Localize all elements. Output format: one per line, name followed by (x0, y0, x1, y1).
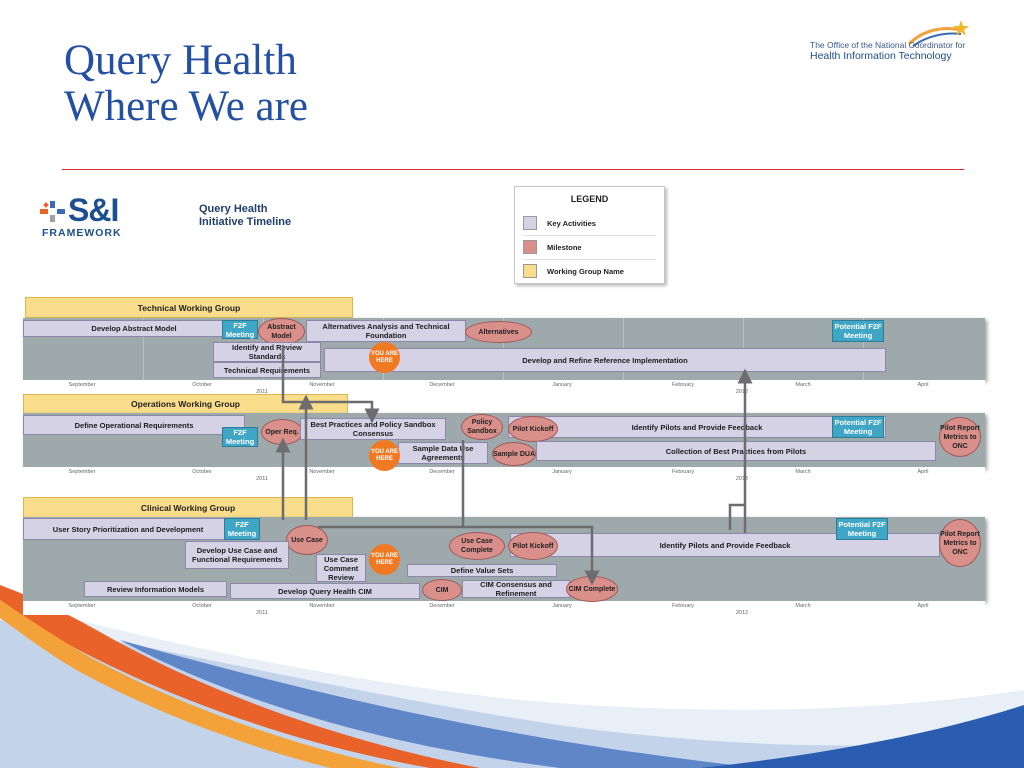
year-label: 2011 (256, 389, 268, 395)
activity-cim-consensus-refinement: CIM Consensus and Refinement (462, 580, 570, 598)
month-label: December (429, 603, 455, 609)
month-label: November (309, 469, 335, 475)
clinical-axis: September October November December Janu… (23, 601, 985, 616)
logo-title: S&I (68, 192, 119, 228)
milestone-sample-dua: Sample DUA (492, 442, 536, 466)
legend-title: LEGEND (570, 194, 609, 204)
year-label: 2012 (735, 476, 749, 482)
milestone-policy-sandbox: Policy Sandbox (461, 414, 503, 440)
legend-label: Milestone (547, 242, 582, 252)
milestone-abstract-model: Abstract Model (258, 318, 305, 345)
milestone-use-case-complete: Use Case Complete (449, 532, 505, 560)
arrow-technical-to-pilot (728, 503, 745, 530)
month-label: January (552, 469, 572, 475)
month-label: April (917, 469, 929, 475)
activity-define-operational-requirements: Define Operational Requirements (23, 415, 245, 435)
activity-sample-data-use-agreements: Sample Data Use Agreements (398, 442, 488, 464)
milestone-potential-f2f: Potential F2F Meeting (832, 416, 884, 438)
month-label: March (795, 469, 811, 475)
arrow-abstract-model-to-oper-req (281, 345, 380, 424)
timeline-title: Query Health Initiative Timeline (199, 203, 291, 229)
year-label: 2011 (256, 476, 268, 482)
activity-use-case-comment-review: Use Case Comment Review (316, 554, 366, 582)
month-label: January (552, 382, 572, 388)
legend: LEGEND Key Activities Milestone Working … (514, 186, 665, 284)
milestone-f2f-meeting: F2F Meeting (222, 427, 258, 447)
month-label: November (309, 382, 335, 388)
year-label: 2011 (256, 610, 268, 616)
month-label: February (671, 469, 695, 475)
month-label: March (795, 603, 811, 609)
activity-review-information-models: Review Information Models (84, 581, 227, 597)
month-label: September (68, 603, 96, 609)
milestone-pilot-report-metrics: Pilot Report Metrics to ONC (939, 417, 981, 457)
month-label: January (552, 603, 572, 609)
activity-develop-refine-implementation: Develop and Refine Reference Implementat… (324, 348, 886, 372)
legend-label: Working Group Name (547, 266, 624, 276)
activity-collection-best-practices: Collection of Best Practices from Pilots (536, 441, 936, 461)
month-label: November (309, 603, 335, 609)
milestone-pilot-kickoff: Pilot Kickoff (508, 416, 558, 442)
legend-swatch-working-group (523, 264, 537, 278)
month-label: February (671, 382, 695, 388)
month-label: April (917, 603, 929, 609)
activity-develop-use-case: Develop Use Case and Functional Requirem… (185, 541, 289, 569)
milestone-potential-f2f: Potential F2F Meeting (832, 320, 884, 342)
year-label: 2012 (735, 389, 749, 395)
month-label: September (68, 382, 96, 388)
month-gridline (143, 318, 144, 380)
title-divider (62, 169, 964, 170)
month-label: October (192, 469, 212, 475)
legend-divider (523, 235, 656, 236)
milestone-cim: CIM (422, 579, 462, 601)
legend-swatch-activity (523, 216, 537, 230)
activity-identify-review-standards: Identify and Review Standards (213, 342, 321, 362)
month-label: December (429, 469, 455, 475)
you-are-here-marker: YOU ARE HERE (369, 440, 400, 471)
you-are-here-marker: YOU ARE HERE (369, 544, 400, 575)
milestone-potential-f2f: Potential F2F Meeting (836, 518, 888, 540)
onc-line2: Health Information Technology (810, 50, 952, 62)
onc-line1: The Office of the National Coordinator f… (810, 40, 966, 50)
timeline-title-line1: Query Health (199, 203, 268, 215)
activity-develop-abstract-model: Develop Abstract Model (23, 320, 245, 337)
milestone-pilot-kickoff: Pilot Kickoff (508, 532, 558, 560)
milestone-alternatives: Alternatives (465, 321, 532, 343)
legend-item-milestone: Milestone (523, 240, 656, 254)
month-label: February (671, 603, 695, 609)
milestone-f2f-meeting: F2F Meeting (224, 518, 260, 540)
legend-label: Key Activities (547, 218, 596, 228)
month-label: March (795, 382, 811, 388)
slide-title-line1: Query Health (64, 37, 297, 84)
si-logo-icon (40, 201, 65, 222)
month-label: October (192, 382, 212, 388)
year-label: 2012 (735, 610, 749, 616)
onc-logo-icon (907, 20, 969, 47)
slide-title: Query Health Where We are (64, 38, 308, 130)
activity-technical-requirements: Technical Requirements (213, 362, 321, 378)
activity-alternatives-analysis: Alternatives Analysis and Technical Foun… (306, 320, 466, 342)
legend-item-working-group: Working Group Name (523, 264, 656, 278)
milestone-pilot-report-metrics: Pilot Report Metrics to ONC (939, 519, 981, 567)
activity-develop-query-health-cim: Develop Query Health CIM (230, 583, 420, 599)
legend-swatch-milestone (523, 240, 537, 254)
legend-item-key-activities: Key Activities (523, 216, 656, 230)
month-label: December (429, 382, 455, 388)
working-group-technical: Technical Working Group (25, 297, 353, 318)
you-are-here-marker: YOU ARE HERE (369, 342, 400, 373)
legend-divider (523, 259, 656, 260)
month-label: April (917, 382, 929, 388)
activity-define-value-sets: Define Value Sets (407, 564, 557, 577)
slide-title-line2: Where We are (64, 83, 309, 130)
month-label: September (68, 469, 96, 475)
milestone-f2f-meeting: F2F Meeting (222, 320, 258, 339)
logo-subtitle: FRAMEWORK (42, 227, 122, 239)
arrow-best-practices-to-pilot (318, 525, 600, 586)
month-label: October (192, 603, 212, 609)
milestone-use-case: Use Case (286, 525, 328, 555)
onc-logo-text: The Office of the National Coordinator f… (810, 40, 965, 62)
timeline-title-line2: Initiative Timeline (199, 216, 292, 228)
